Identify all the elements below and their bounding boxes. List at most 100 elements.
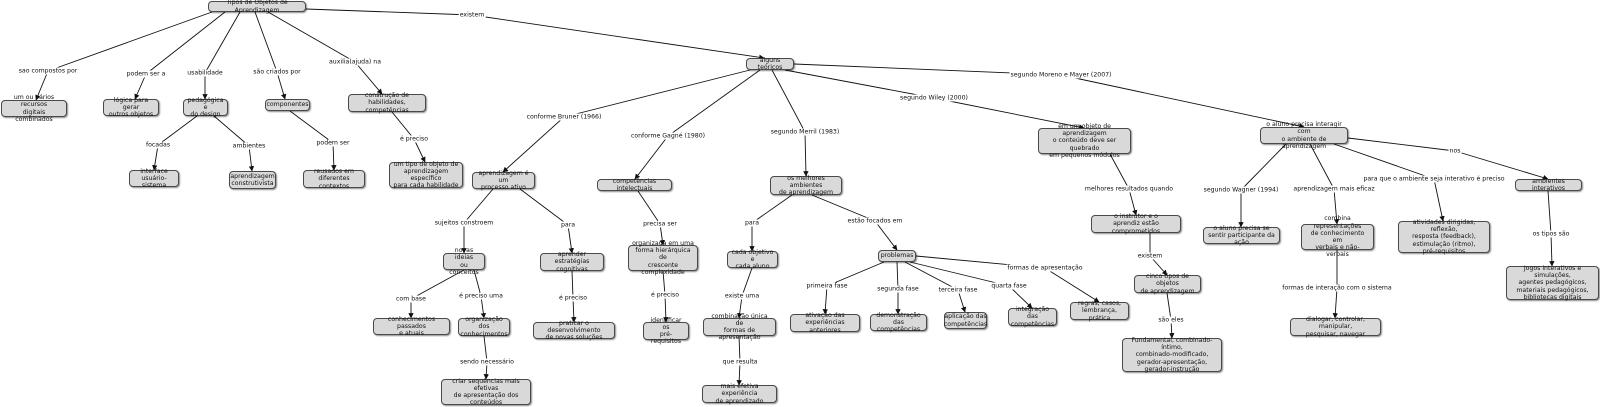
label-e-preciso-3: é preciso: [649, 291, 681, 299]
label-e-preciso-uma: é preciso uma: [458, 292, 504, 300]
connector-line: [822, 285, 829, 315]
node-mais-efetiva[interactable]: mais efetiva experiência de aprendizado: [702, 383, 777, 405]
node-atividades[interactable]: atividades dirigidas, reflexão, resposta…: [1398, 219, 1490, 255]
node-pedagogica[interactable]: pedagógica e do design: [183, 97, 228, 118]
connector-line: [1008, 285, 1033, 309]
node-melhores-amb[interactable]: os melhores ambientes de aprendizagem: [770, 175, 842, 196]
label-terceira: terceira fase: [937, 286, 979, 294]
node-ativacao[interactable]: ativação das experiências anteriores: [790, 312, 860, 334]
connector-line: [471, 14, 765, 60]
connector-line: [354, 61, 383, 95]
label-focados: estão focados em: [846, 217, 904, 225]
node-regras[interactable]: regras, casos, lembrança, prática: [1070, 300, 1129, 322]
connector-line: [391, 111, 415, 140]
node-integracao[interactable]: integração das competências: [1008, 306, 1057, 328]
node-interface[interactable]: interface usuário-sistema: [129, 168, 179, 189]
node-tipo-objeto[interactable]: um tipo de objeto de aprendizagem especí…: [389, 161, 463, 189]
label-wagner: segundo Wagner (1994): [1202, 186, 1280, 194]
node-participante[interactable]: o aluno precisa se sentir participante d…: [1203, 225, 1280, 246]
label-para-que: para que o ambiente seja interativo é pr…: [1362, 175, 1506, 183]
node-demonstracao[interactable]: demonstração das competências: [870, 312, 927, 333]
connector-line: [957, 289, 967, 313]
node-instrutor[interactable]: o instrutor e o aprendiz estão compromet…: [1091, 213, 1181, 235]
connector-line: [276, 71, 287, 100]
node-combinacao[interactable]: combinação única de formas de apresentaç…: [703, 313, 776, 341]
connector-line: [667, 69, 761, 137]
label-existem-2: existem: [1136, 252, 1164, 260]
connector-line: [1109, 153, 1130, 190]
node-aplicacao[interactable]: aplicação das competências: [943, 312, 988, 329]
node-quebrado[interactable]: em um objeto de aprendizagem o conteúdo …: [1038, 123, 1131, 159]
node-interagir[interactable]: o aluno precisa interagir com o ambiente…: [1260, 121, 1348, 150]
label-podem-ser: podem ser: [315, 139, 351, 147]
node-combina[interactable]: combina representações de conhecimento e…: [1301, 215, 1374, 258]
label-formas-inter: formas de interação com o sistema: [1281, 284, 1393, 292]
connector-line: [1333, 188, 1340, 225]
node-recursos[interactable]: um ou vários recursos digitais combinado…: [1, 94, 67, 123]
connector-line: [35, 70, 49, 101]
node-organizada[interactable]: organizada em uma forma hierárquica de c…: [628, 240, 698, 276]
node-processo-ativo[interactable]: aprendizagem é um processo ativo: [472, 170, 535, 191]
label-sendo-necessario: sendo necessário: [459, 358, 515, 366]
label-primeira: primeira fase: [805, 282, 849, 290]
node-construcao[interactable]: construção de habilidades, competências: [348, 92, 426, 114]
node-conhec-passados[interactable]: conhecimentos passados e atuais: [373, 316, 450, 337]
label-melhores-res: melhores resultados quando: [1083, 185, 1175, 193]
connector-line: [1044, 267, 1100, 303]
connector-line: [1549, 233, 1555, 267]
node-identificar[interactable]: identificar os pré-requisitos: [643, 317, 689, 345]
node-construtivista[interactable]: aprendizagem construtivista: [229, 171, 276, 189]
node-reusados[interactable]: reusados em diferentes contextos: [303, 168, 365, 190]
label-e-preciso-2: é preciso: [557, 294, 589, 302]
connector-line: [904, 261, 959, 291]
label-existem: existem: [458, 11, 486, 19]
connector-line: [47, 11, 213, 72]
node-dialogar[interactable]: dialogar, controlar, manipular, pesquisa…: [1290, 316, 1381, 338]
connector-line: [480, 295, 487, 319]
connector-line: [1166, 292, 1172, 321]
label-para-2: para: [743, 219, 761, 227]
connector-line: [803, 131, 809, 177]
node-cada-obj[interactable]: cada objetivo e cada aluno: [727, 249, 778, 270]
connector-line: [909, 261, 1010, 287]
connector-line: [1332, 287, 1339, 319]
node-estrategias[interactable]: aprender estratégias cognitivas: [540, 251, 604, 273]
label-wiley: segundo Wiley (2000): [899, 94, 969, 102]
node-root[interactable]: Tipos de Objetos de Aprendizagem: [208, 0, 306, 14]
connector-line: [571, 270, 574, 299]
connector-line: [463, 188, 494, 224]
connector-line: [254, 11, 278, 73]
connector-line: [1309, 143, 1335, 190]
connector-line: [1333, 143, 1435, 180]
connector-line: [305, 8, 473, 16]
node-amb-interativos[interactable]: ambientes interativos: [1515, 178, 1582, 192]
node-sequencias[interactable]: criar sequências mais efetivas de aprese…: [441, 378, 531, 406]
node-cinco-tipos[interactable]: cinco tipos de objetos de aprendizagem: [1134, 273, 1201, 295]
node-praticar[interactable]: praticar o desenvolvimento de novas solu…: [533, 320, 615, 341]
node-componentes[interactable]: componentes: [265, 99, 310, 111]
label-merril: segundo Merril (1983): [769, 128, 841, 136]
node-competencias-int[interactable]: competências intelectuais: [597, 178, 672, 192]
node-jogos[interactable]: Jogos interativos e simulações, agentes …: [1506, 265, 1599, 301]
connector-line: [634, 135, 669, 180]
node-logica[interactable]: lógica para gerar outros objetos: [103, 97, 159, 118]
connector-line: [152, 144, 159, 171]
label-focadas: focadas: [144, 141, 172, 149]
node-ideias[interactable]: novas ideias ou conceitos: [443, 247, 485, 276]
connector-line: [826, 261, 885, 287]
node-teoricos[interactable]: alguns teóricos: [746, 57, 794, 71]
connector-line: [571, 297, 577, 323]
node-fundamental[interactable]: Fundamental, combinado-íntimo, combinado…: [1122, 337, 1222, 373]
label-para-1: para: [559, 221, 577, 229]
connector-line: [659, 223, 665, 246]
connector-line: [289, 110, 334, 144]
connector-line: [157, 115, 198, 146]
node-organizacao[interactable]: organização dos conhecimentos: [458, 316, 510, 338]
node-problemas[interactable]: problemas: [878, 250, 916, 262]
connector-line: [563, 69, 751, 118]
connector-line: [1347, 137, 1456, 152]
connector-line: [811, 194, 876, 222]
label-mais-eficaz: aprendizagem mais eficaz: [1292, 185, 1376, 193]
connector-line: [502, 116, 565, 173]
